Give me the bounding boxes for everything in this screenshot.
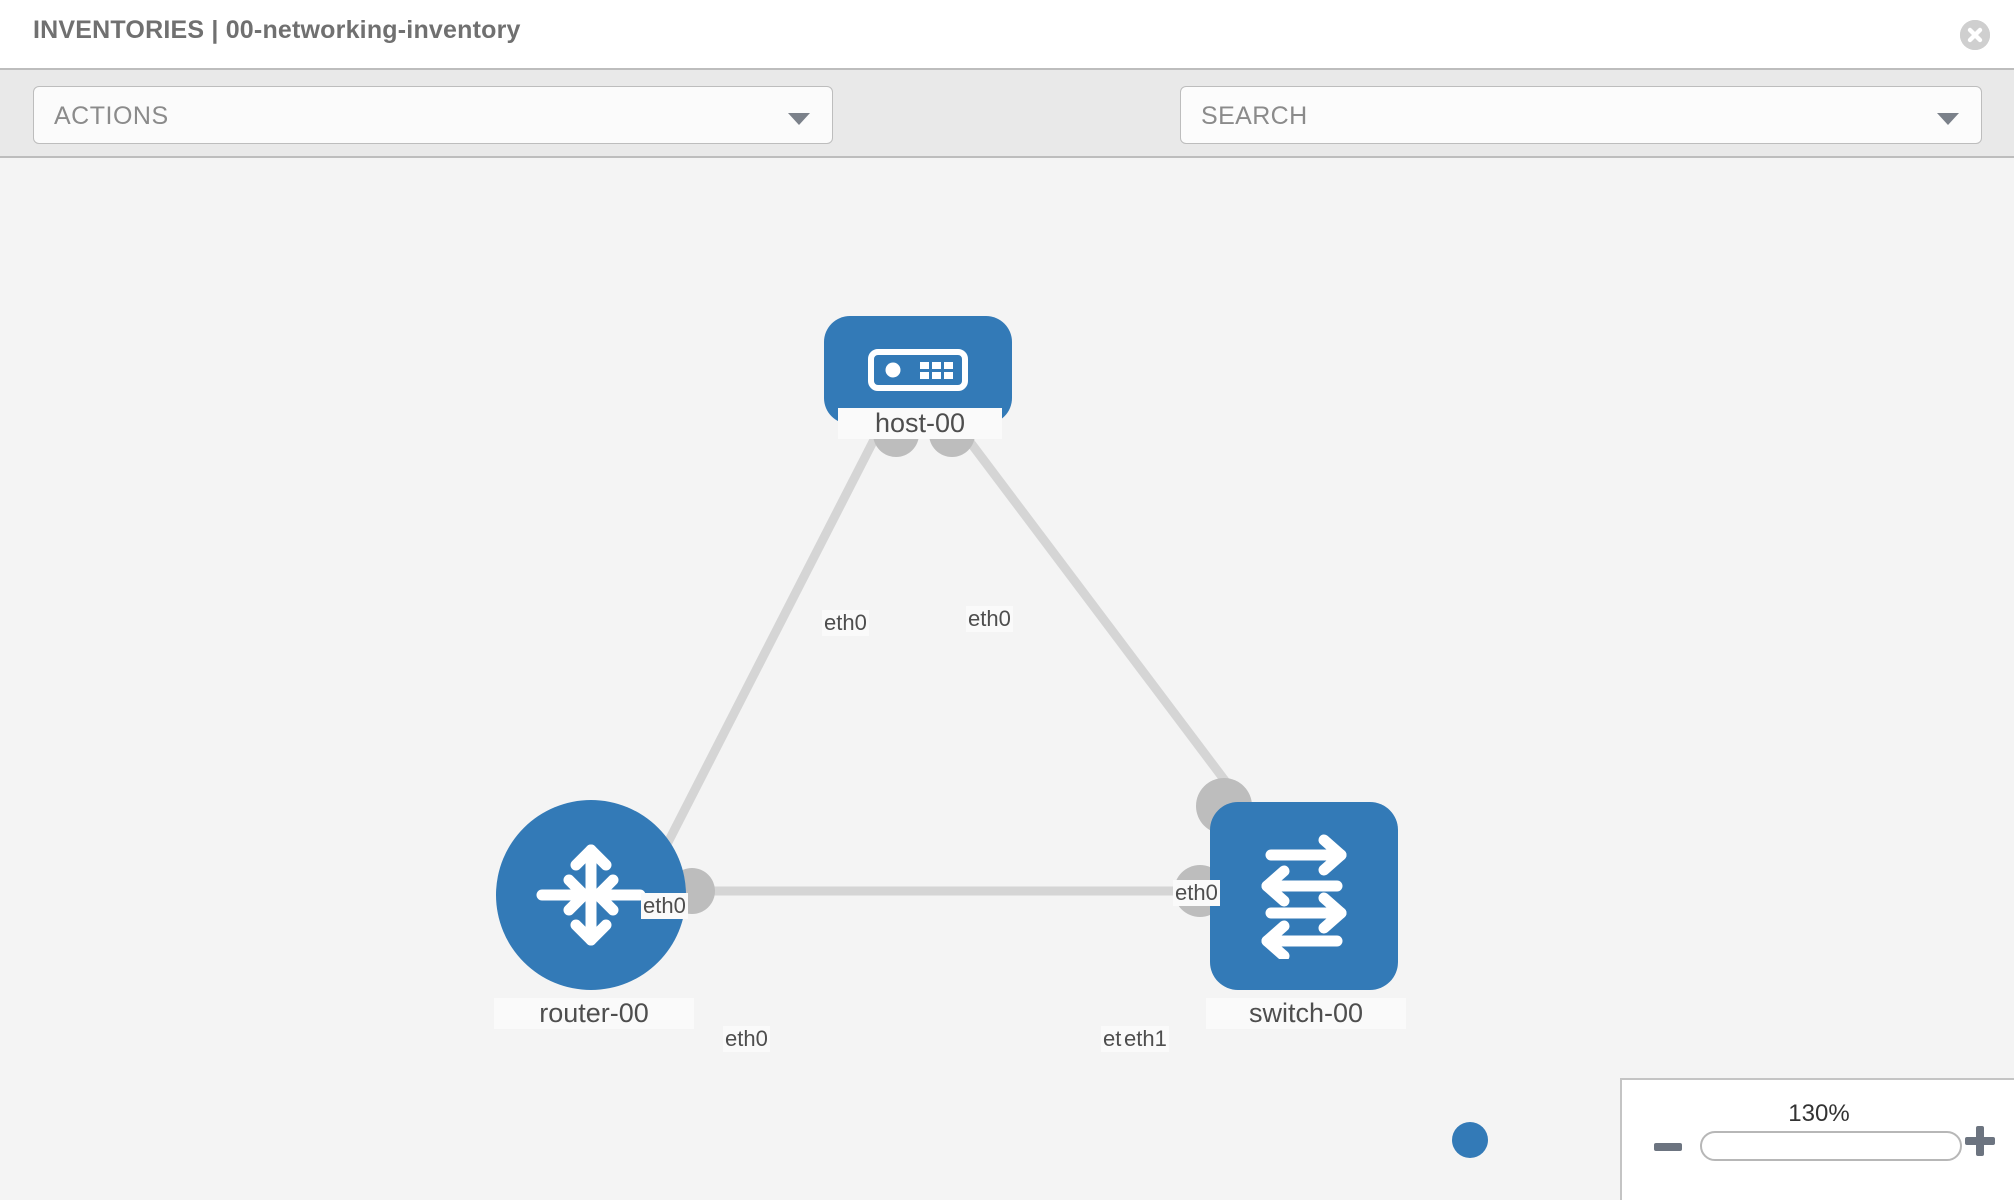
topology-canvas[interactable]: host-00 (0, 158, 2014, 1200)
link-host-switch[interactable] (954, 423, 1236, 793)
node-host-00-label: host-00 (838, 408, 1002, 439)
zoom-control-panel: 130% (1620, 1078, 2014, 1200)
minus-icon[interactable] (1654, 1143, 1682, 1151)
page-title: INVENTORIES | 00-networking-inventory (33, 16, 521, 44)
actions-dropdown[interactable]: ACTIONS (33, 86, 833, 144)
edge-label-switch-left-b: eth1 (1122, 1026, 1169, 1052)
toolbar: ACTIONS SEARCH (0, 68, 2014, 203)
node-router-00[interactable]: router-00 (494, 800, 694, 1029)
edge-label-host-left: eth0 (822, 610, 869, 636)
search-placeholder: SEARCH (1201, 102, 1308, 130)
zoom-slider[interactable] (1700, 1131, 1962, 1161)
node-host-00[interactable]: host-00 (824, 316, 1012, 439)
edge-label-router-upper: eth0 (641, 893, 688, 919)
plus-icon-vertical-bar[interactable] (1976, 1126, 1984, 1156)
node-host-00-shape (824, 316, 1012, 424)
link-host-router[interactable] (655, 425, 885, 861)
close-icon[interactable] (1960, 20, 1990, 50)
zoom-level-value: 130% (1788, 1100, 1850, 1127)
edge-label-switch-upper: eth0 (1173, 880, 1220, 906)
router-arrows-icon (536, 844, 646, 946)
node-switch-00-label: switch-00 (1206, 998, 1406, 1029)
node-switch-00[interactable]: switch-00 (1206, 802, 1406, 1029)
server-icon (868, 349, 968, 391)
switch-arrows-icon (1261, 834, 1347, 959)
edge-label-router-right: eth0 (723, 1026, 770, 1052)
chevron-down-icon (788, 113, 810, 125)
search-input[interactable]: SEARCH (1180, 86, 1982, 144)
search-chevron-down-icon[interactable] (1937, 113, 1959, 125)
topology-links (655, 411, 1252, 917)
actions-dropdown-label: ACTIONS (54, 102, 169, 130)
node-router-00-label: router-00 (494, 998, 694, 1029)
zoom-slider-thumb[interactable] (1452, 1122, 1488, 1158)
edge-label-host-right: eth0 (966, 606, 1013, 632)
page-header: INVENTORIES | 00-networking-inventory (0, 0, 2014, 68)
node-switch-00-shape (1210, 802, 1398, 990)
